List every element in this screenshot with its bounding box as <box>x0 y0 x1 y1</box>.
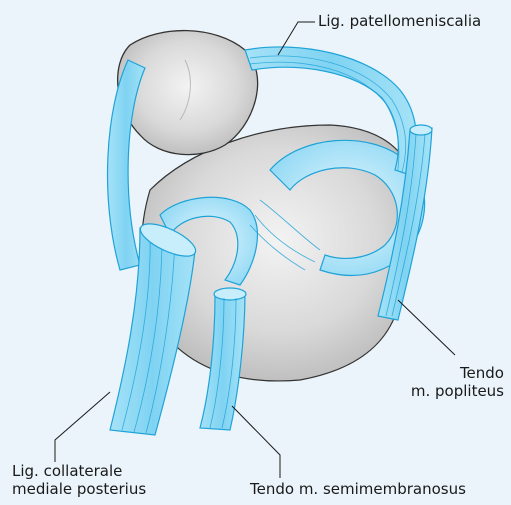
patella <box>118 31 258 155</box>
label-collaterale-line1: Lig. collaterale <box>12 462 146 480</box>
leader-collaterale <box>55 392 110 462</box>
label-collaterale-line2: mediale posterius <box>12 480 146 498</box>
label-patellomeniscalia: Lig. patellomeniscalia <box>318 12 481 30</box>
label-popliteus-line2: m. popliteus <box>394 382 504 400</box>
label-semimembranosus: Tendo m. semimembranosus <box>250 480 466 498</box>
leader-popliteus <box>398 300 455 355</box>
label-collaterale: Lig. collaterale mediale posterius <box>12 462 146 498</box>
leader-semimembranosus <box>232 406 280 478</box>
label-popliteus-line1: Tendo <box>394 364 504 382</box>
label-popliteus: Tendo m. popliteus <box>394 364 504 400</box>
